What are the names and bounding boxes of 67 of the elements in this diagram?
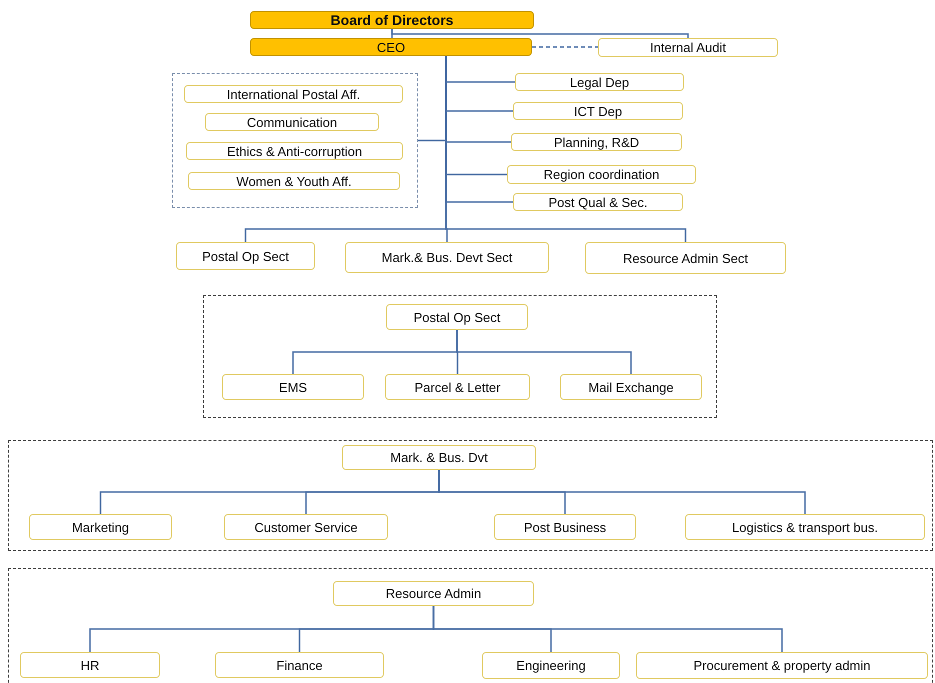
unit-name: Region coordination bbox=[544, 167, 660, 182]
group-frame bbox=[203, 295, 717, 418]
unit-box bbox=[342, 445, 536, 470]
unit-box bbox=[507, 165, 696, 184]
unit-name: Finance bbox=[276, 658, 323, 672]
unit-name: ICT Dep bbox=[574, 104, 622, 118]
unit-name: Mark.& Bus. Devt Sect bbox=[382, 250, 512, 265]
unit-name: Mark. & Bus. Dvt bbox=[390, 450, 488, 465]
unit-name: Procurement & property admin bbox=[693, 658, 871, 673]
unit-name: Engineering bbox=[516, 658, 586, 673]
connector-line bbox=[456, 330, 632, 374]
unit-box bbox=[515, 73, 684, 91]
executive-box bbox=[250, 38, 532, 56]
unit-box bbox=[685, 514, 925, 540]
unit-name: Planning, R&D bbox=[554, 134, 640, 150]
unit-box bbox=[598, 38, 778, 57]
group-frame bbox=[8, 440, 933, 551]
unit-name: EMS bbox=[278, 380, 308, 394]
unit-box bbox=[176, 242, 315, 270]
connector-line bbox=[532, 46, 598, 48]
unit-name: Post Business bbox=[524, 520, 606, 534]
unit-name: Resource Admin bbox=[386, 586, 482, 601]
unit-box bbox=[186, 142, 403, 160]
group-frame bbox=[172, 73, 418, 208]
unit-box bbox=[20, 652, 160, 678]
unit-box bbox=[513, 102, 683, 120]
unit-box bbox=[222, 374, 364, 400]
unit-box bbox=[513, 193, 683, 211]
connector-line bbox=[391, 29, 689, 38]
group-frame bbox=[8, 568, 933, 683]
unit-name: Resource Admin Sect bbox=[622, 250, 748, 266]
unit-box bbox=[224, 514, 388, 540]
unit-box bbox=[511, 133, 682, 151]
unit-box bbox=[482, 652, 620, 679]
unit-box bbox=[560, 374, 702, 400]
unit-box bbox=[585, 242, 786, 274]
unit-box bbox=[188, 172, 400, 190]
unit-name: Postal Op Sect bbox=[414, 310, 500, 324]
unit-name: Communication bbox=[246, 114, 338, 130]
unit-box bbox=[345, 242, 549, 273]
executive-box bbox=[250, 11, 534, 29]
unit-name: CEO bbox=[376, 40, 406, 54]
connector-line bbox=[432, 606, 783, 652]
unit-box bbox=[333, 581, 534, 606]
unit-box bbox=[636, 652, 928, 679]
unit-name: Customer Service bbox=[254, 520, 358, 534]
unit-box bbox=[385, 374, 530, 400]
unit-name: Postal Op Sect bbox=[202, 248, 289, 264]
unit-name: Post Qual & Sec. bbox=[548, 194, 648, 210]
unit-name: Logistics & transport bus. bbox=[732, 520, 878, 534]
unit-box bbox=[215, 652, 384, 678]
connector-line bbox=[438, 470, 806, 514]
unit-name: Ethics & Anti-corruption bbox=[226, 144, 362, 158]
unit-box bbox=[184, 85, 403, 103]
unit-name: International Postal Aff. bbox=[226, 86, 360, 102]
unit-name: Mail Exchange bbox=[588, 380, 674, 394]
unit-box bbox=[494, 514, 636, 540]
unit-box bbox=[29, 514, 172, 540]
unit-name: HR bbox=[80, 658, 100, 672]
unit-name: Women & Youth Aff. bbox=[236, 174, 352, 188]
unit-name: Board of Directors bbox=[330, 12, 454, 28]
unit-name: Parcel & Letter bbox=[414, 380, 500, 394]
unit-box bbox=[205, 113, 379, 131]
unit-name: Legal Dep bbox=[570, 74, 630, 90]
unit-name: Internal Audit bbox=[650, 40, 726, 55]
unit-name: Marketing bbox=[72, 520, 130, 534]
unit-box bbox=[386, 304, 528, 330]
